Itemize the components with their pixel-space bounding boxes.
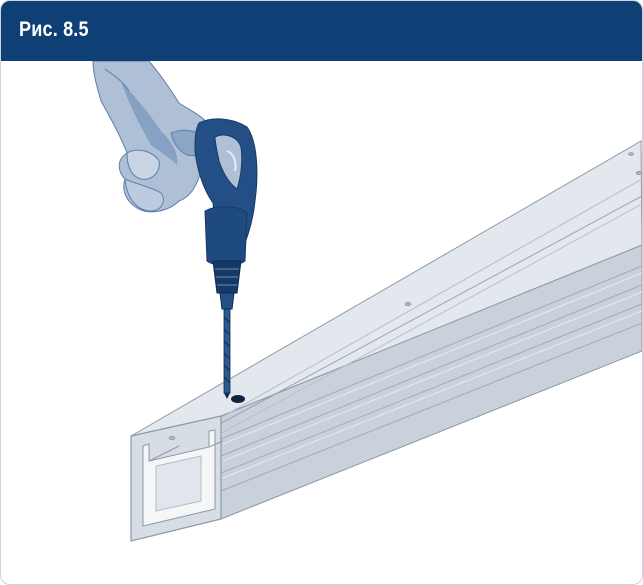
figure-title: Рис. 8.5	[19, 18, 89, 41]
illustration-svg	[92, 61, 642, 542]
drill-icon	[194, 118, 258, 399]
figure-header: Рис. 8.5	[1, 1, 642, 61]
illustration	[1, 61, 642, 584]
metal-profile-icon	[130, 140, 642, 542]
